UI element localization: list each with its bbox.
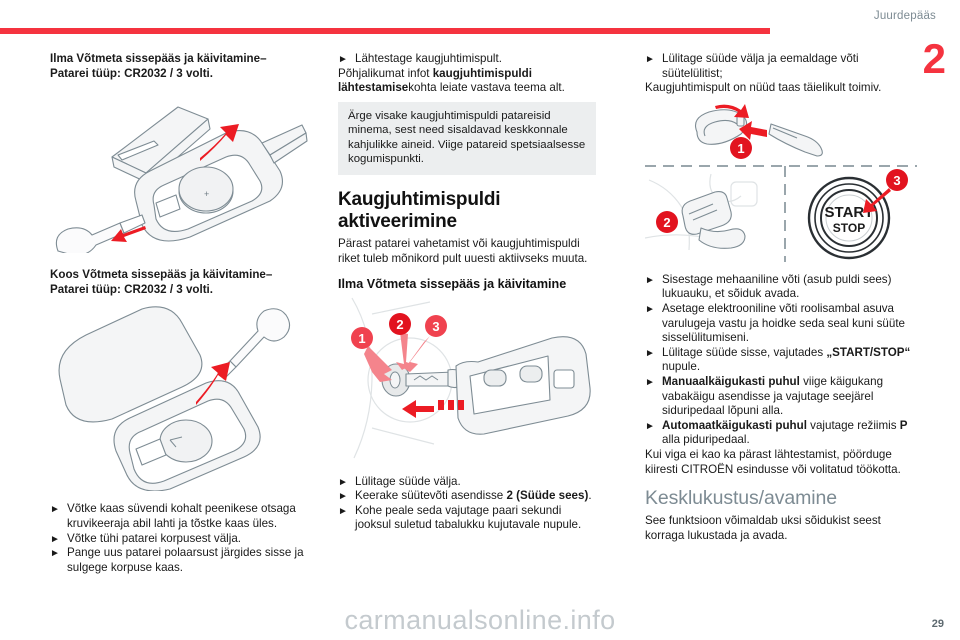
col1-heading-1-line2: Patarei tüüp: CR2032 / 3 volti. [50, 66, 214, 80]
col1-bullet-2: ► Võtke tühi patarei korpusest välja. [50, 532, 308, 547]
col1-bullet-2-text: Võtke tühi patarei korpusest välja. [67, 531, 242, 545]
col3-bullet-1: ► Lülitage süüde välja ja eemaldage võti… [645, 52, 917, 81]
bullet-triangle-icon: ► [645, 54, 655, 65]
bullet-triangle-icon: ► [50, 548, 60, 560]
callout-1-badge [351, 326, 373, 349]
col2-step-3-text: Kohe peale seda vajutage paari sekundi j… [355, 503, 582, 532]
bullet-triangle-icon: ► [338, 54, 348, 65]
callout-3-badge [425, 314, 447, 337]
col2-step-2: ► Keerake süütevõti asendisse 2 (Süüde s… [338, 489, 596, 504]
col1-bullet-3: ► Pange uus patarei polaarsust järgides … [50, 546, 308, 575]
arrow-icon [196, 362, 230, 406]
col3-closing-paragraph: Kui viga ei kao ka pärast lähtestamist, … [645, 447, 901, 476]
arrow-icon [402, 399, 464, 418]
col2-step-2-pre: Keerake süütevõti asendisse [355, 489, 507, 503]
col2-intro-paragraph: Põhjalikumat infot kaugjuhtimispuldi läh… [338, 67, 596, 96]
bullet-triangle-icon: ► [645, 274, 655, 286]
callout-badges: 1 2 3 [351, 312, 447, 349]
key-fob-cover-svg [58, 306, 291, 492]
col2-step-2-bold: 2 (Süüde sees) [506, 489, 589, 503]
bullet-triangle-icon: ► [338, 505, 348, 517]
col2-step-2-tail: . [588, 489, 592, 503]
col1-bullet-1-text: Võtke kaas süvendi kohalt peenikese otsa… [67, 502, 296, 530]
col2-step-1-text: Lülitage süüde välja. [355, 474, 461, 488]
col3-step-2-text: Asetage elektrooniline võti roolisambal … [662, 301, 905, 345]
callout-3-badge [886, 168, 908, 191]
bullet-triangle-icon: ► [338, 476, 348, 488]
col3-bullet-1-line1: Lülitage süüde välja ja eemaldage võti [662, 52, 859, 65]
arrow-icon [715, 103, 767, 140]
col3-step-4: ► Manuaalkäigukasti puhul viige käigukan… [645, 375, 917, 419]
figure-key-fob-battery: + [50, 85, 308, 258]
callout-1-label: 1 [358, 331, 365, 346]
callout-3-label: 3 [893, 173, 900, 188]
bullet-triangle-icon: ► [645, 347, 655, 359]
col3-step-2: ► Asetage elektrooniline võti roolisamba… [645, 302, 917, 346]
col1-heading-1-line1: Ilma Võtmeta sissepääs ja käivitamine– [50, 52, 267, 65]
start-label: START [825, 204, 874, 221]
col2-bullet-1-text: Lähtestage kaugjuhtimispult. [355, 52, 502, 65]
col3-step-1: ► Sisestage mehaaniline võti (asub puldi… [645, 273, 917, 302]
col2-bullet-1: ► Lähtestage kaugjuhtimispult. [338, 52, 596, 67]
col3-step-5: ► Automaatkäigukasti puhul vajutage reži… [645, 419, 917, 448]
col3-para-after: Kaugjuhtimispult on nüüd taas täielikult… [645, 81, 882, 95]
col3-step-4-text: Manuaalkäigukasti puhul viige käigukang … [662, 374, 884, 418]
arrow-icon [111, 124, 239, 243]
header-red-rule [0, 28, 770, 34]
section-body-activation: Pärast patarei vahetamist või kaugjuhtim… [338, 237, 588, 265]
start-stop-svg: 1 2 [644, 103, 917, 262]
figure-key-in-barrel: 1 2 3 [338, 296, 596, 469]
figure-key-fob-cover [50, 301, 308, 496]
subsection-title-keyless: Ilma Võtmeta sissepääs ja käivitamine [338, 276, 567, 291]
col3-bullet-1-line2: süütelülitist; [662, 66, 723, 80]
environment-note: Ärge visake kaugjuhtimispuldi patareisid… [338, 101, 596, 176]
col2-step-1: ► Lülitage süüde välja. [338, 475, 596, 490]
figure-start-stop: 1 2 [644, 102, 917, 267]
bullet-triangle-icon: ► [645, 420, 655, 432]
callout-3-label: 3 [432, 319, 439, 334]
stop-label: STOP [833, 221, 865, 235]
svg-text:+: + [204, 189, 209, 199]
col3-step-3-text: Lülitage süüde sisse, vajutades „START/S… [662, 345, 911, 374]
callout-2-badge [656, 210, 678, 233]
bullet-triangle-icon: ► [50, 504, 60, 516]
col1-bullet-3-text: Pange uus patarei polaarsust järgides si… [67, 546, 304, 574]
column-2: ► Lähtestage kaugjuhtimispult. Põhjaliku… [338, 52, 596, 533]
col3-step-1-text: Sisestage mehaaniline võti (asub puldi s… [662, 272, 892, 301]
section-title-central-locking: Kesklukustus/avamine [645, 487, 838, 510]
col2-intro-pre: Põhjalikumat infot [338, 66, 433, 80]
col1-heading-2-line2: Patarei tüüp: CR2032 / 3 volti. [50, 282, 214, 296]
bullet-triangle-icon: ► [645, 303, 655, 315]
col2-step-3: ► Kohe peale seda vajutage paari sekundi… [338, 504, 596, 533]
callout-2-label: 2 [663, 215, 670, 230]
page-number: 29 [931, 618, 944, 630]
key-in-barrel-svg: 1 2 3 [351, 297, 591, 458]
col2-intro-post: kohta leiate vastava teema alt. [408, 81, 565, 95]
chapter-number: 2 [922, 35, 946, 82]
key-fob-battery-svg: + [55, 106, 308, 257]
bullet-triangle-icon: ► [645, 376, 655, 388]
watermark: carmanualsonline.info [344, 605, 616, 635]
callout-2-label: 2 [396, 317, 403, 332]
callout-2-badge [389, 312, 411, 335]
callout-1-label: 1 [737, 141, 744, 156]
col1-heading-1: Ilma Võtmeta sissepääs ja käivitamine– P… [50, 52, 308, 81]
bullet-triangle-icon: ► [50, 533, 60, 545]
col1-heading-2-line1: Koos Võtmeta sissepääs ja käivitamine– [50, 268, 273, 282]
col1-heading-2: Koos Võtmeta sissepääs ja käivitamine– P… [50, 268, 308, 297]
column-1: Ilma Võtmeta sissepääs ja käivitamine– P… [50, 52, 308, 575]
col1-bullet-1: ► Võtke kaas süvendi kohalt peenikese ot… [50, 502, 308, 531]
col3-step-5-text: Automaatkäigukasti puhul vajutage režiim… [662, 418, 908, 447]
callout-1-badge [730, 136, 752, 159]
arrow-icon [863, 187, 891, 213]
col2-intro-bold: kaugjuhtimispuldi lähtestamise [338, 66, 532, 95]
section-title-activation: Kaugjuhtimispuldi aktiveerimine [338, 189, 501, 232]
start-stop-button: START STOP [807, 176, 891, 259]
column-3: ► Lülitage süüde välja ja eemaldage võti… [644, 52, 917, 543]
bullet-triangle-icon: ► [338, 491, 348, 503]
section-body-central-locking: See funktsioon võimaldab uksi sõidukist … [645, 514, 881, 542]
running-head: Juurdepääs [873, 10, 936, 22]
col3-step-3: ► Lülitage süüde sisse, vajutades „START… [645, 346, 917, 375]
